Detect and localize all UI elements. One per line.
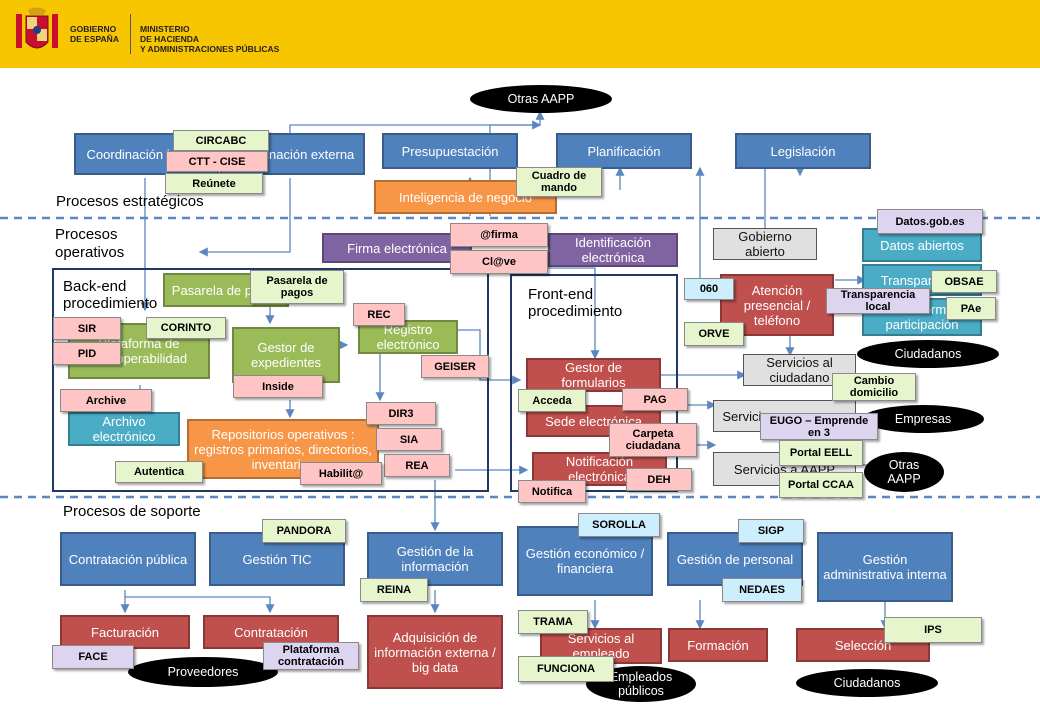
tag-transparencia-local[interactable]: Transparencia local: [826, 288, 930, 314]
frontend-frame: [510, 274, 678, 492]
tag-pandora[interactable]: PANDORA: [262, 519, 346, 543]
tag-funciona[interactable]: FUNCIONA: [518, 656, 614, 682]
node-presupuestacion[interactable]: Presupuestación: [382, 133, 518, 169]
oval-otras-aapp-top: Otras AAPP: [470, 85, 612, 113]
ministerio-line-1: MINISTERIO: [140, 24, 190, 34]
tag-sigp[interactable]: SIGP: [738, 519, 804, 543]
node-identificacion-electronica[interactable]: Identificación electrónica: [548, 233, 678, 267]
tag-carpeta-ciudadana[interactable]: Carpeta ciudadana: [609, 423, 697, 457]
node-gestor-expedientes[interactable]: Gestor de expedientes: [232, 327, 340, 383]
oval-ciudadanos: Ciudadanos: [857, 340, 999, 368]
tag-clave[interactable]: Cl@ve: [450, 250, 548, 274]
node-repositorios-operativos[interactable]: Repositorios operativos : registros prim…: [187, 419, 379, 479]
ministerio-line-3: Y ADMINISTRACIONES PÚBLICAS: [140, 44, 280, 54]
tag-corinto[interactable]: CORINTO: [146, 317, 226, 339]
tag-geiser[interactable]: GEISER: [421, 355, 489, 378]
node-gobierno-abierto[interactable]: Gobierno abierto: [713, 228, 817, 260]
oval-otras-aapp: Otras AAPP: [864, 452, 944, 492]
frontend-label-line-2: procedimiento: [528, 303, 623, 320]
tag-obsae[interactable]: OBSAE: [931, 270, 997, 293]
tag-pasarela-pagos[interactable]: Pasarela de pagos: [250, 270, 344, 304]
tag-orve[interactable]: ORVE: [684, 322, 744, 346]
coat-of-arms-icon: [16, 7, 58, 49]
node-formacion[interactable]: Formación: [668, 628, 768, 662]
tag-face[interactable]: FACE: [52, 645, 134, 669]
tag-nedaes[interactable]: NEDAES: [722, 578, 802, 602]
node-contratacion-publica[interactable]: Contratación pública: [60, 532, 196, 586]
tag-dir3[interactable]: DIR3: [366, 402, 436, 425]
header-bar: GOBIERNO DE ESPAÑA MINISTERIO DE HACIEND…: [0, 0, 1040, 68]
tag-rec[interactable]: REC: [353, 303, 405, 326]
tag-trama[interactable]: TRAMA: [518, 610, 588, 634]
tag-reunete[interactable]: Reúnete: [165, 173, 263, 194]
tag-circabc[interactable]: CIRCABC: [173, 130, 269, 151]
tag-habilita[interactable]: Habilit@: [300, 462, 382, 485]
ministerio-line-2: DE HACIENDA: [140, 34, 200, 44]
tag-portal-eell[interactable]: Portal EELL: [779, 440, 863, 466]
node-planificacion[interactable]: Planificación: [556, 133, 692, 169]
node-gestion-economica[interactable]: Gestión económico / financiera: [517, 526, 653, 596]
tag-notifica[interactable]: Notifica: [518, 480, 586, 503]
node-firma-electronica[interactable]: Firma electrónica: [322, 233, 472, 263]
tag-060[interactable]: 060: [684, 278, 734, 300]
tag-sir[interactable]: SIR: [53, 317, 121, 340]
tag-autentica[interactable]: Autentica: [115, 461, 203, 483]
node-adquisicion-informacion[interactable]: Adquisición de información externa / big…: [367, 615, 503, 689]
tag-cuadro-mando[interactable]: Cuadro de mando: [516, 167, 602, 197]
tag-cambio-domicilio[interactable]: Cambio domicilio: [832, 373, 916, 401]
node-gestion-administrativa[interactable]: Gestión administrativa interna: [817, 532, 953, 602]
tag-portal-ccaa[interactable]: Portal CCAA: [779, 472, 863, 498]
tag-ctt-cise[interactable]: CTT - CISE: [166, 151, 268, 172]
tag-rea[interactable]: REA: [384, 454, 450, 477]
gobierno-line-1: GOBIERNO: [70, 24, 117, 34]
tag-eugo[interactable]: EUGO – Emprende en 3: [760, 413, 878, 440]
tag-plataforma-contratacion[interactable]: Plataforma contratación: [263, 642, 359, 670]
node-servicios-ciudadano[interactable]: Servicios al ciudadano: [743, 354, 856, 386]
backend-label-line-2: procedimiento: [63, 295, 158, 312]
section-soporte: Procesos de soporte: [63, 503, 201, 520]
tag-inside[interactable]: Inside: [233, 375, 323, 398]
tag-sia[interactable]: SIA: [376, 428, 442, 451]
gobierno-line-2: DE ESPAÑA: [70, 34, 119, 44]
tag-archive[interactable]: Archive: [60, 389, 152, 412]
node-facturacion[interactable]: Facturación: [60, 615, 190, 649]
node-gestor-formularios[interactable]: Gestor de formularios: [526, 358, 661, 392]
section-estrategicos: Procesos estratégicos: [56, 193, 204, 210]
tag-datos-gob[interactable]: Datos.gob.es: [877, 209, 983, 234]
node-archivo-electronico[interactable]: Archivo electrónico: [68, 412, 180, 446]
header-separator: [130, 14, 131, 54]
frontend-label-line-1: Front-end: [528, 286, 594, 303]
tag-deh[interactable]: DEH: [626, 468, 692, 491]
node-gestion-informacion[interactable]: Gestión de la información: [367, 532, 503, 586]
tag-reina[interactable]: REINA: [360, 578, 428, 602]
oval-empresas: Empresas: [862, 405, 984, 433]
tag-sorolla[interactable]: SOROLLA: [578, 513, 660, 537]
node-legislacion[interactable]: Legislación: [735, 133, 871, 169]
tag-pae[interactable]: PAe: [946, 297, 996, 320]
oval-proveedores: Proveedores: [128, 657, 278, 687]
section-operativos-line-2: operativos: [55, 244, 125, 261]
backend-frame: [52, 268, 489, 492]
tag-pag[interactable]: PAG: [622, 388, 688, 411]
section-operativos-line-1: Procesos: [55, 226, 118, 243]
backend-label-line-1: Back-end: [63, 278, 127, 295]
tag-ips[interactable]: IPS: [884, 617, 982, 643]
tag-atfirma[interactable]: @firma: [450, 223, 548, 247]
tag-acceda[interactable]: Acceda: [518, 389, 586, 412]
tag-pid[interactable]: PID: [53, 342, 121, 365]
node-inteligencia-negocio[interactable]: Inteligencia de negocio: [374, 180, 557, 214]
oval-ciudadanos-bottom: Ciudadanos: [796, 669, 938, 697]
